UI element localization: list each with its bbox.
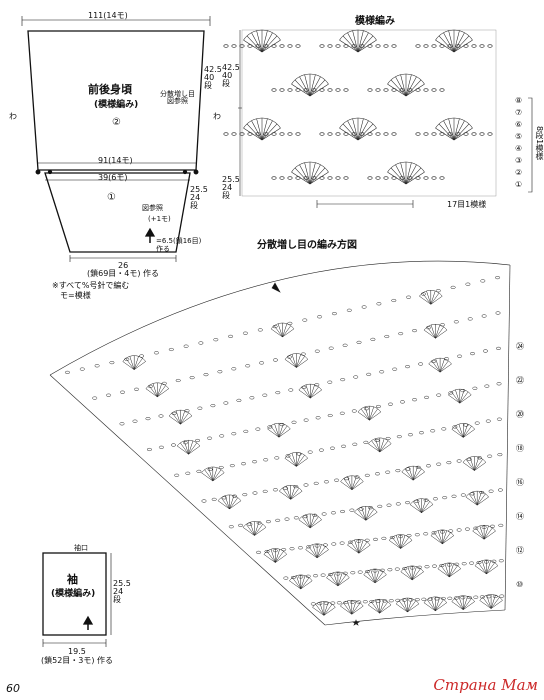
note-pattern-abbrev: モ=模様 bbox=[60, 291, 91, 300]
body-subtitle: (模様編み) bbox=[94, 100, 139, 110]
sleeve-title: 袖 bbox=[67, 573, 78, 586]
plus-one-pattern: (+1モ) bbox=[148, 215, 171, 223]
pattern-upper-height: 42.5 40 段 bbox=[222, 63, 240, 88]
sleeve-width: 19.5 bbox=[68, 647, 86, 656]
fan-increase-chart bbox=[49, 260, 511, 626]
pattern-row-label: ③ bbox=[515, 156, 523, 165]
sleeve-schematic-outline bbox=[42, 552, 112, 647]
pattern-row-label: ⑥ bbox=[515, 120, 523, 129]
fan-row-label: ㉒ bbox=[516, 376, 524, 385]
pattern-row-label: ⑦ bbox=[515, 108, 523, 117]
bottom-chain: (鎖69目・4モ) 作る bbox=[87, 269, 160, 278]
pattern-repeat-rows: 8段1模様 bbox=[535, 126, 544, 161]
page-number: 60 bbox=[6, 682, 20, 695]
fold-mark-left: わ bbox=[9, 112, 17, 121]
upper-height: 42.5 40 段 bbox=[204, 65, 222, 90]
body-schematic-outline bbox=[21, 16, 211, 262]
fan-row-label: ⑭ bbox=[516, 512, 524, 521]
pattern-row-label: ⑤ bbox=[515, 132, 523, 141]
sleeve-subtitle: (模様編み) bbox=[51, 589, 96, 599]
chain-start-note: =6.5(鎖16目) 作る bbox=[156, 237, 202, 253]
pattern-chart-title: 模様編み bbox=[355, 16, 395, 27]
sleeve-cuff-label: 袖口 bbox=[74, 544, 88, 552]
note-needle: ※すべて%号針で編む bbox=[52, 281, 130, 290]
fan-chart-title: 分散増し目の編み方図 bbox=[257, 240, 357, 251]
pattern-row-label: ① bbox=[515, 180, 523, 189]
body-top-width: 111(14モ) bbox=[88, 11, 128, 20]
section-number-lower: ① bbox=[107, 192, 116, 203]
ref-small: 図参照 bbox=[142, 204, 163, 212]
pattern-row-label: ⑧ bbox=[515, 96, 523, 105]
lower-width: 39(6モ) bbox=[98, 173, 128, 182]
sleeve-height: 25.5 24 段 bbox=[113, 579, 131, 604]
fan-chart-motifs bbox=[64, 276, 505, 616]
watermark: Страна Мам bbox=[433, 676, 538, 694]
bottom-width: 26 bbox=[118, 261, 129, 270]
pattern-repeat-stitches: 17目1模様 bbox=[447, 200, 487, 209]
pattern-lower-height: 25.5 24 段 bbox=[222, 175, 240, 200]
section-number-upper: ② bbox=[112, 117, 121, 128]
fan-row-label: ⑱ bbox=[516, 444, 524, 453]
pattern-row-label: ② bbox=[515, 168, 523, 177]
fan-row-label: ⑩ bbox=[516, 580, 524, 589]
stitch-pattern-chart bbox=[238, 29, 533, 208]
body-title: 前後身頃 bbox=[88, 83, 132, 96]
fan-row-label: ⑳ bbox=[516, 410, 524, 419]
pattern-row-label: ④ bbox=[515, 144, 523, 153]
fold-mark-right: わ bbox=[213, 112, 221, 121]
mid-width: 91(14モ) bbox=[98, 156, 133, 165]
distributed-increase-note: 分散増し目 図参照 bbox=[160, 90, 195, 105]
fan-row-label: ⑫ bbox=[516, 546, 524, 555]
fan-row-label: ⑯ bbox=[516, 478, 524, 487]
lower-height: 25.5 24 段 bbox=[190, 185, 208, 210]
pattern-chart-motifs bbox=[223, 29, 493, 185]
fan-row-label: ㉔ bbox=[516, 342, 524, 351]
sleeve-chain: (鎖52目・3モ) 作る bbox=[41, 656, 114, 665]
